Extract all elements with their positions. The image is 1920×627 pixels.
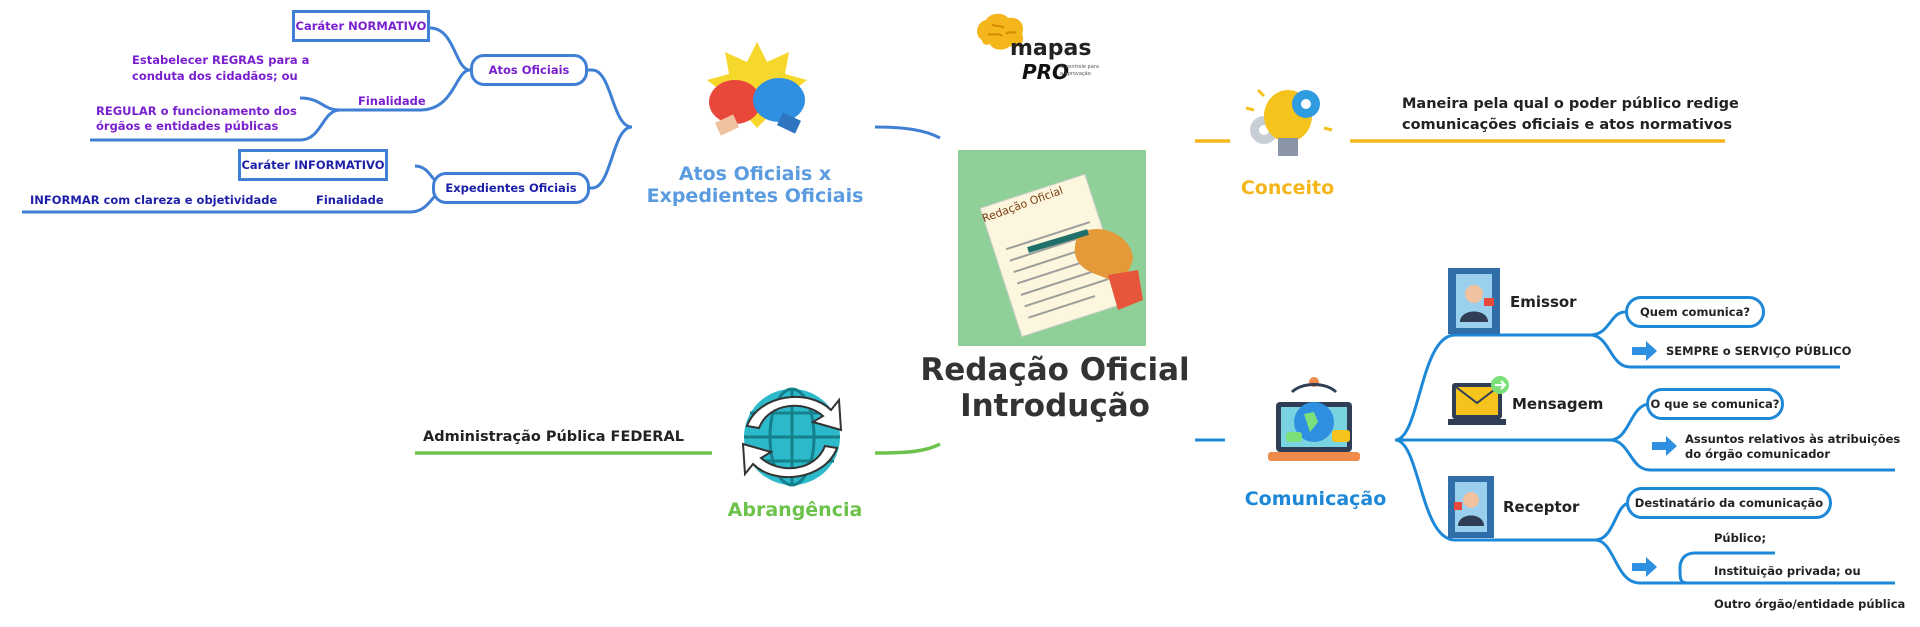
oque-comunica-label: O que se comunica? bbox=[1650, 397, 1780, 411]
center-image: Redação Oficial bbox=[958, 150, 1146, 346]
arrow-right-icon bbox=[1630, 556, 1658, 578]
carater-informativo-node: Caráter INFORMATIVO bbox=[238, 149, 388, 181]
assuntos-line2: do órgão comunicador bbox=[1685, 447, 1831, 461]
emissor-label: Emissor bbox=[1510, 293, 1577, 311]
mapas-pro-logo: mapas PRO O controle para a aprovação bbox=[972, 10, 1112, 90]
conceito-title: Conceito bbox=[1240, 177, 1335, 199]
finalidade-atos: Finalidade bbox=[358, 94, 426, 108]
communication-laptop-icon bbox=[1262, 372, 1367, 477]
receptor-icon bbox=[1448, 476, 1494, 538]
boxing-gloves-icon bbox=[695, 40, 820, 150]
carater-normativo-node: Caráter NORMATIVO bbox=[292, 10, 430, 42]
quem-comunica-node: Quem comunica? bbox=[1625, 296, 1765, 328]
logo-tagline-1: O controle para bbox=[1060, 64, 1099, 70]
receptor-label: Receptor bbox=[1503, 498, 1580, 516]
expedientes-oficiais-node: Expedientes Oficiais bbox=[432, 172, 590, 204]
estabelecer-line2: conduta dos cidadãos; ou bbox=[132, 69, 298, 83]
logo-tagline-2: a aprovação bbox=[1060, 71, 1091, 77]
conceito-desc-2: comunicações oficiais e atos normativos bbox=[1402, 117, 1732, 133]
atos-oficiais-label: Atos Oficiais bbox=[488, 63, 570, 77]
comunicacao-title: Comunicação bbox=[1244, 488, 1387, 510]
sempre-text: SEMPRE o SERVIÇO PÚBLICO bbox=[1666, 344, 1852, 358]
abrangencia-desc: Administração Pública FEDERAL bbox=[423, 429, 684, 445]
carater-normativo-label: Caráter NORMATIVO bbox=[295, 19, 427, 33]
logo-pro: PRO bbox=[1022, 60, 1070, 84]
mensagem-label: Mensagem bbox=[1512, 395, 1604, 413]
mensagem-icon bbox=[1448, 375, 1510, 433]
lightbulb-gears-icon bbox=[1240, 78, 1335, 170]
finalidade-expedientes: Finalidade bbox=[316, 193, 384, 207]
center-title: Redação Oficial Introdução bbox=[920, 352, 1190, 424]
arrow-right-icon bbox=[1650, 435, 1678, 457]
center-title-line2: Introdução bbox=[960, 388, 1150, 424]
abrangencia-title: Abrangência bbox=[727, 499, 863, 521]
emissor-icon bbox=[1448, 268, 1500, 334]
informar-text: INFORMAR com clareza e objetividade bbox=[30, 193, 278, 207]
atos-title-line2: Expedientes Oficiais bbox=[646, 185, 864, 207]
oque-comunica-node: O que se comunica? bbox=[1646, 388, 1784, 420]
carater-informativo-label: Caráter INFORMATIVO bbox=[241, 158, 385, 172]
outro-text: Outro órgão/entidade pública bbox=[1714, 597, 1906, 611]
atos-oficiais-node: Atos Oficiais bbox=[470, 54, 588, 86]
assuntos-line1: Assuntos relativos às atribuições bbox=[1685, 432, 1901, 446]
destinatario-label: Destinatário da comunicação bbox=[1634, 496, 1824, 510]
center-title-line1: Redação Oficial bbox=[920, 352, 1190, 388]
arrow-right-icon bbox=[1630, 340, 1658, 362]
conceito-desc-1: Maneira pela qual o poder público redige bbox=[1402, 96, 1739, 112]
expedientes-oficiais-label: Expedientes Oficiais bbox=[445, 181, 577, 195]
brain-icon bbox=[977, 13, 1024, 50]
atos-title: Atos Oficiais x Expedientes Oficiais bbox=[640, 163, 870, 207]
logo-brand: mapas bbox=[1010, 36, 1092, 61]
destinatario-node: Destinatário da comunicação bbox=[1626, 487, 1832, 519]
publico-text: Público; bbox=[1714, 531, 1767, 545]
quem-comunica-label: Quem comunica? bbox=[1639, 305, 1750, 319]
atos-title-line1: Atos Oficiais x bbox=[678, 163, 832, 185]
privada-text: Instituição privada; ou bbox=[1714, 564, 1861, 578]
regular-line1: REGULAR o funcionamento dos bbox=[96, 104, 297, 118]
globe-arrows-icon bbox=[735, 380, 850, 495]
estabelecer-line1: Estabelecer REGRAS para a bbox=[132, 53, 310, 67]
regular-line2: órgãos e entidades públicas bbox=[96, 119, 279, 133]
